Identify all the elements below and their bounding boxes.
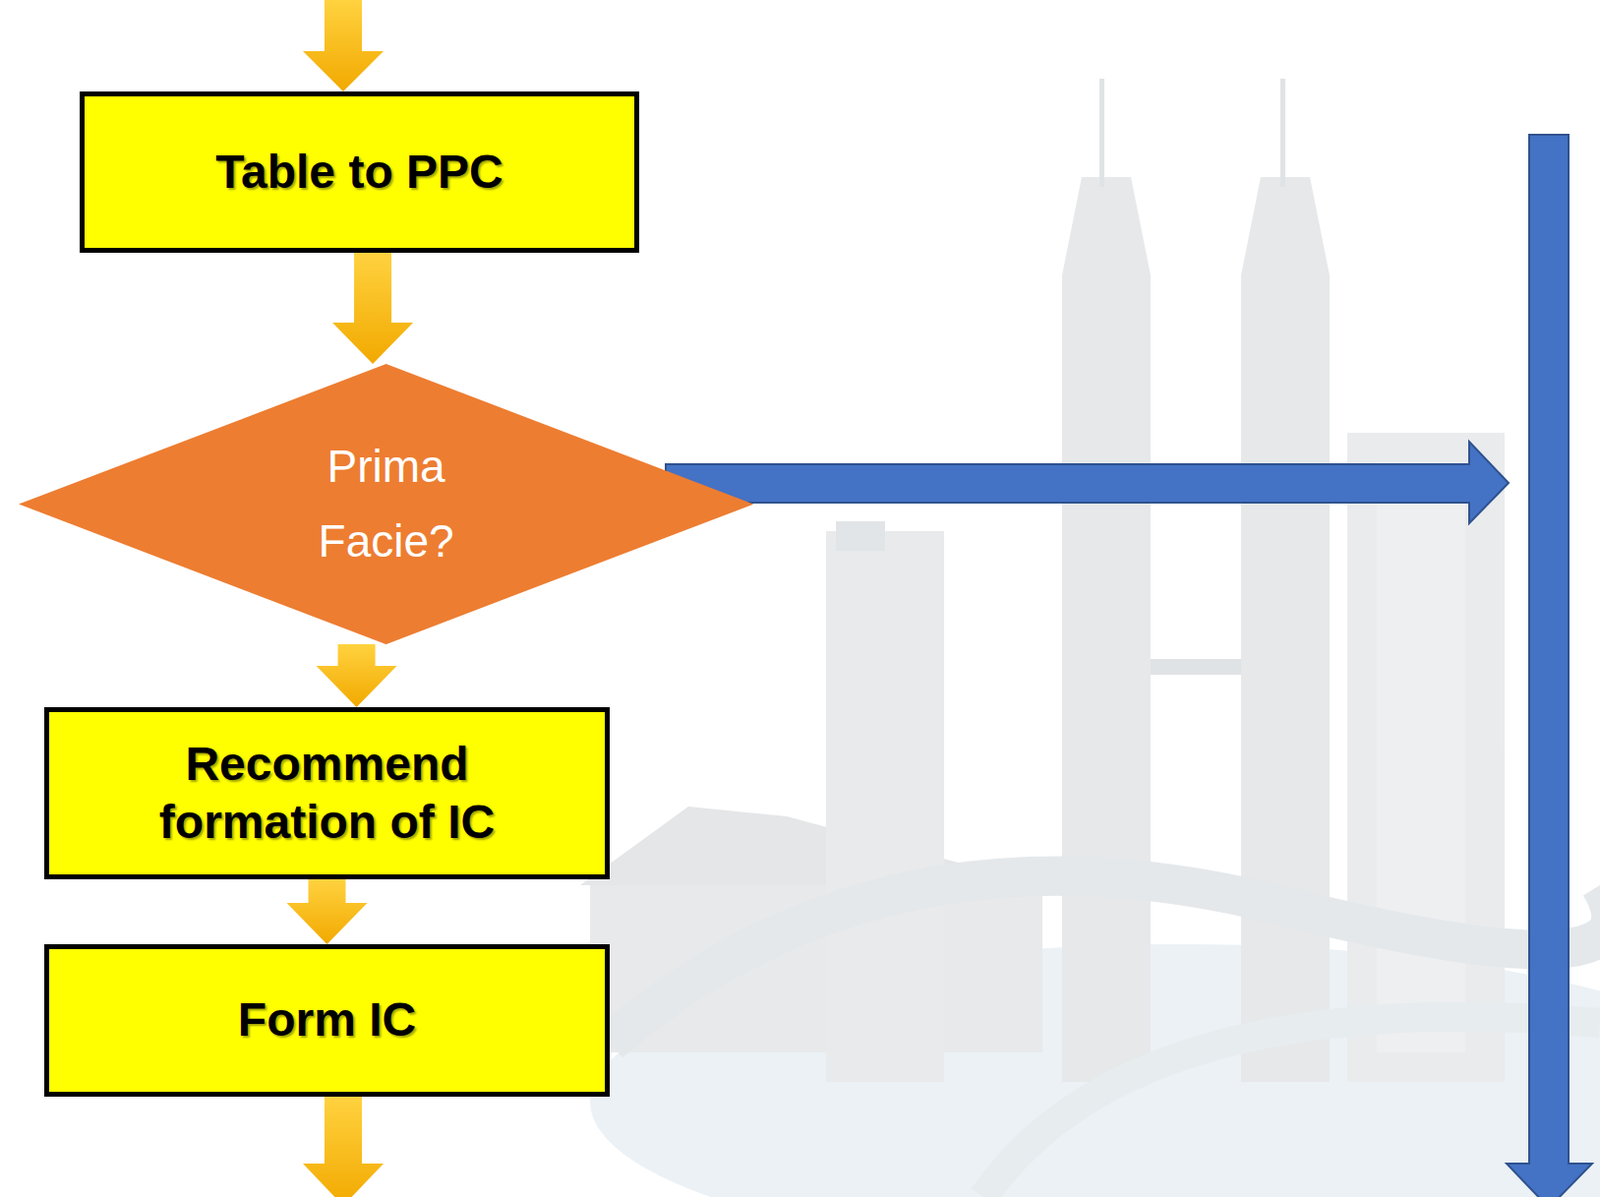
- incoming-arrow: [302, 0, 384, 92]
- flow-arrow: [287, 879, 368, 945]
- node-label: Form IC: [237, 991, 416, 1050]
- node-label: Prima Facie?: [288, 429, 485, 580]
- node-text-group: Form IC: [237, 991, 416, 1050]
- process-box: Table to PPC: [79, 91, 640, 253]
- flow-arrow: [332, 252, 414, 364]
- node-text-group: Table to PPC: [215, 143, 503, 202]
- flow-arrow: [316, 644, 398, 708]
- node-label: Table to PPC: [215, 143, 503, 202]
- node-label: Recommend formation of IC: [106, 735, 549, 851]
- no-branch-arrow: [665, 441, 1509, 524]
- node-text-group: Prima Facie?: [288, 429, 485, 580]
- decision-diamond: Prima Facie?: [18, 363, 754, 645]
- process-box: Recommend formation of IC: [44, 707, 610, 880]
- process-box: Form IC: [44, 944, 610, 1097]
- diamond-outline: [18, 363, 754, 645]
- outgoing-arrow: [302, 1096, 384, 1197]
- diamond-fill: [18, 363, 754, 645]
- node-text-group: Recommend formation of IC: [106, 735, 549, 851]
- no-branch-arrow: [1506, 134, 1593, 1197]
- city-skyline: [580, 78, 1600, 1197]
